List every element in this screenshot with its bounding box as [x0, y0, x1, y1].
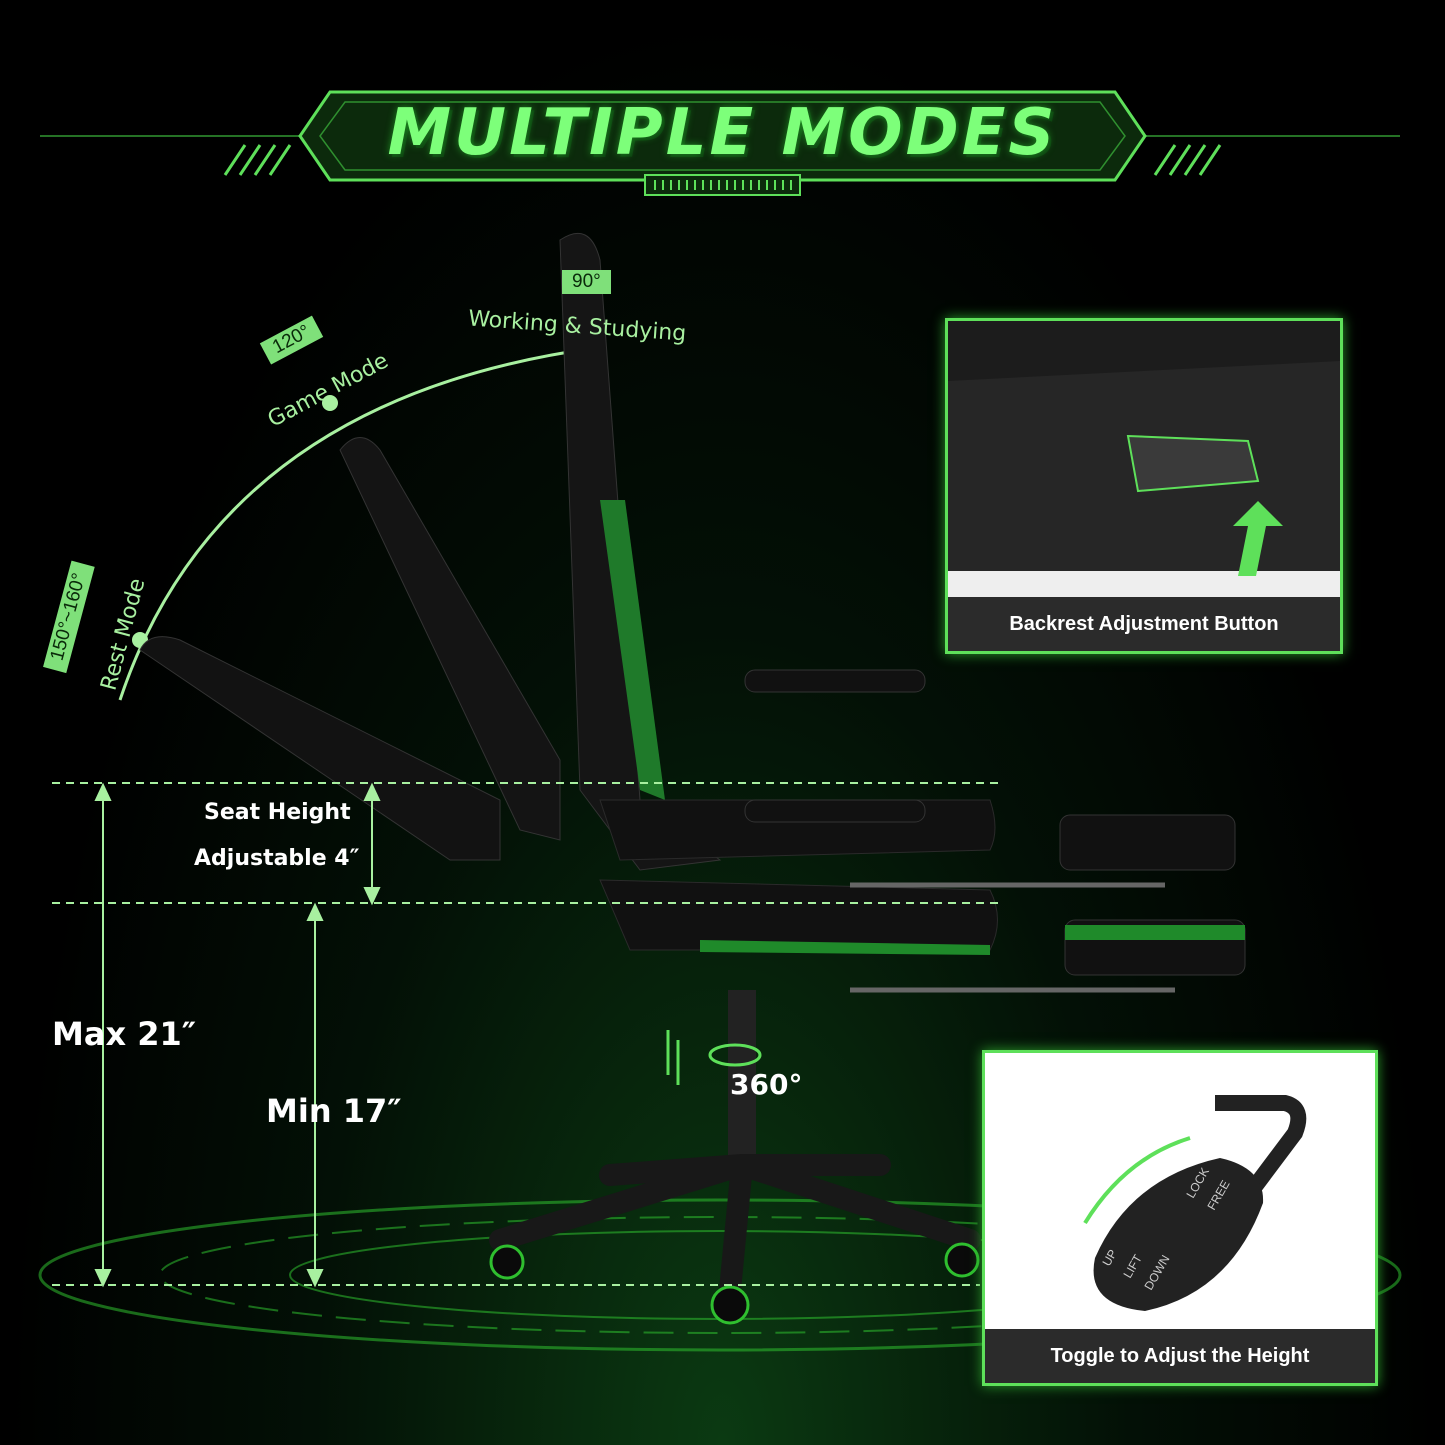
- swivel-label: 360°: [730, 1068, 803, 1101]
- max-height-label: Max 21″: [52, 1015, 197, 1053]
- backrest-button-inset: Backrest Adjustment Button: [945, 318, 1343, 654]
- min-height-label: Min 17″: [266, 1092, 402, 1130]
- height-toggle-inset: LOCK FREE UP LIFT DOWN Toggle to Adjust …: [982, 1050, 1378, 1386]
- height-caption: Toggle to Adjust the Height: [985, 1329, 1375, 1383]
- title-banner: [40, 90, 1400, 196]
- seat-height-label: Seat Height: [204, 800, 351, 825]
- angle-tag-90: 90°: [562, 270, 611, 294]
- backrest-caption: Backrest Adjustment Button: [948, 597, 1340, 651]
- height-lever-photo: LOCK FREE UP LIFT DOWN: [985, 1053, 1375, 1329]
- seat-height-adjustable-label: Adjustable 4″: [194, 846, 360, 871]
- page-title: MULTIPLE MODES: [387, 96, 1058, 170]
- backrest-button-photo: [948, 321, 1340, 597]
